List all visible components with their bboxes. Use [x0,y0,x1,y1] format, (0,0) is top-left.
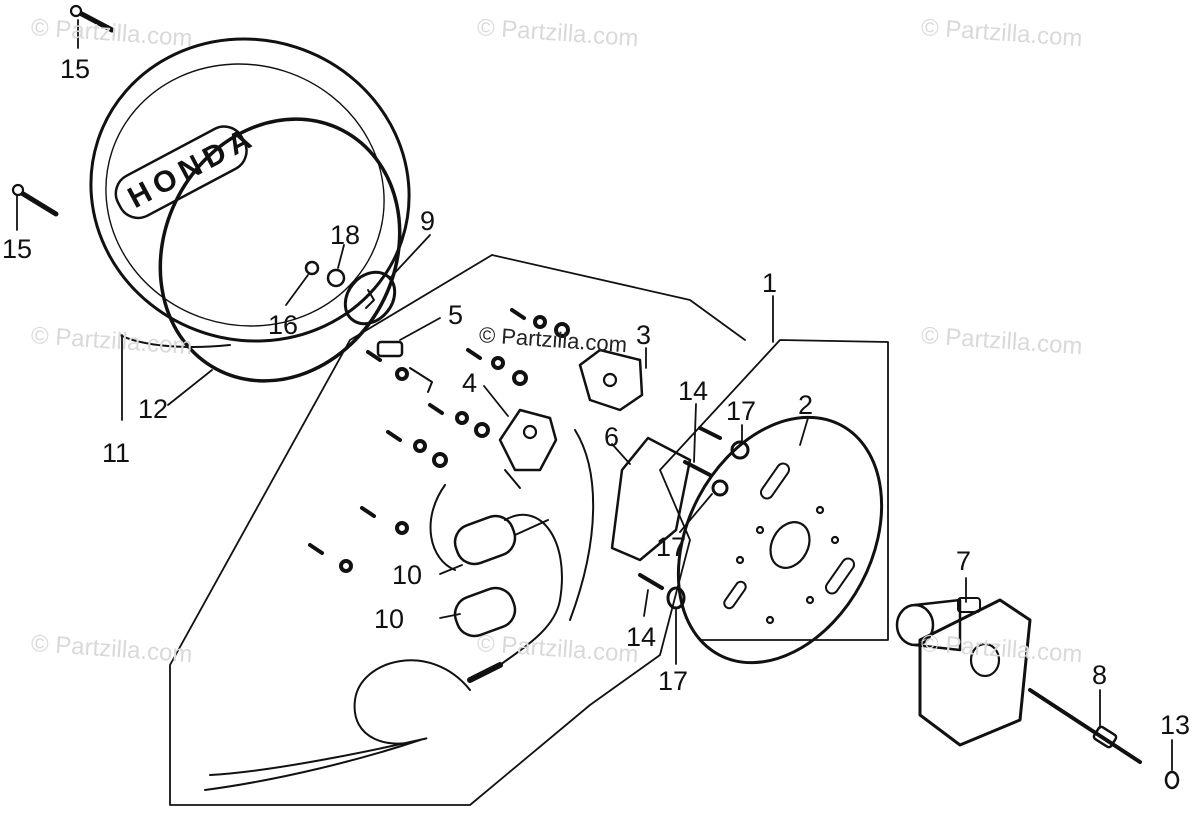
shaft-8 [1028,688,1142,764]
label-part-17: 17 [656,532,687,562]
label-part-11: 11 [102,438,131,468]
label-part-9: 9 [420,206,436,236]
label-part-17: 17 [658,666,689,696]
leader-16 [285,274,309,306]
label-part-16: 16 [268,310,299,340]
leader-6 [611,443,631,465]
label-part-7: 7 [956,546,972,576]
label-part-15: 15 [2,234,33,264]
label-part-3: 3 [636,320,652,350]
governor-housing-7 [895,597,1032,747]
leader-5 [399,317,441,341]
washer-18 [326,268,346,288]
screws-cluster [308,308,570,573]
label-part-8: 8 [1092,660,1108,690]
condenser-10-upper [453,514,549,566]
wire-connector [467,662,503,683]
contact-breaker-4 [498,408,558,489]
label-part-15: 15 [60,54,91,84]
label-part-17: 17 [726,396,757,426]
contact-breaker-3 [578,348,644,412]
leader-2 [799,417,809,446]
leader-18 [337,244,345,269]
label-part-14: 14 [626,622,657,652]
label-part-12: 12 [138,394,169,424]
label-part-10: 10 [392,560,423,590]
label-part-6: 6 [604,422,620,452]
leader-12 [167,369,213,406]
label-part-14: 14 [678,376,709,406]
cover [89,37,411,348]
label-part-5: 5 [448,300,464,330]
label-part-4: 4 [462,368,478,398]
washer-17-mid [711,479,729,497]
leader-4 [483,385,509,417]
cap-9 [343,270,397,326]
gasket-ring [158,117,402,383]
nut-16 [304,260,320,276]
label-part-18: 18 [330,220,361,250]
label-part-1: 1 [762,268,778,298]
leader-10a [439,564,463,575]
assembly-outline [169,254,889,806]
washer-17-lower [666,586,686,610]
assembly-outline-top [491,254,746,341]
leader-14a [693,403,697,463]
condenser-10-lower [453,586,517,638]
leader-9 [389,234,431,279]
wire-harness [204,429,595,791]
leader-10b [439,613,461,619]
label-part-2: 2 [798,390,814,420]
leader-14b [643,589,649,617]
label-part-13: 13 [1160,710,1191,740]
washer-17-upper [730,440,750,460]
base-plate-2 [676,415,884,665]
label-part-10: 10 [374,604,405,634]
screw-14-upper [683,426,722,477]
honda-emblem-icon: HONDA [114,120,262,220]
ring-13 [1164,770,1180,790]
plate-6 [610,436,692,562]
clip-5 [376,340,433,393]
screw-14-lower [638,573,664,590]
screw-15-left [11,183,59,217]
screw-15-top [69,4,115,33]
